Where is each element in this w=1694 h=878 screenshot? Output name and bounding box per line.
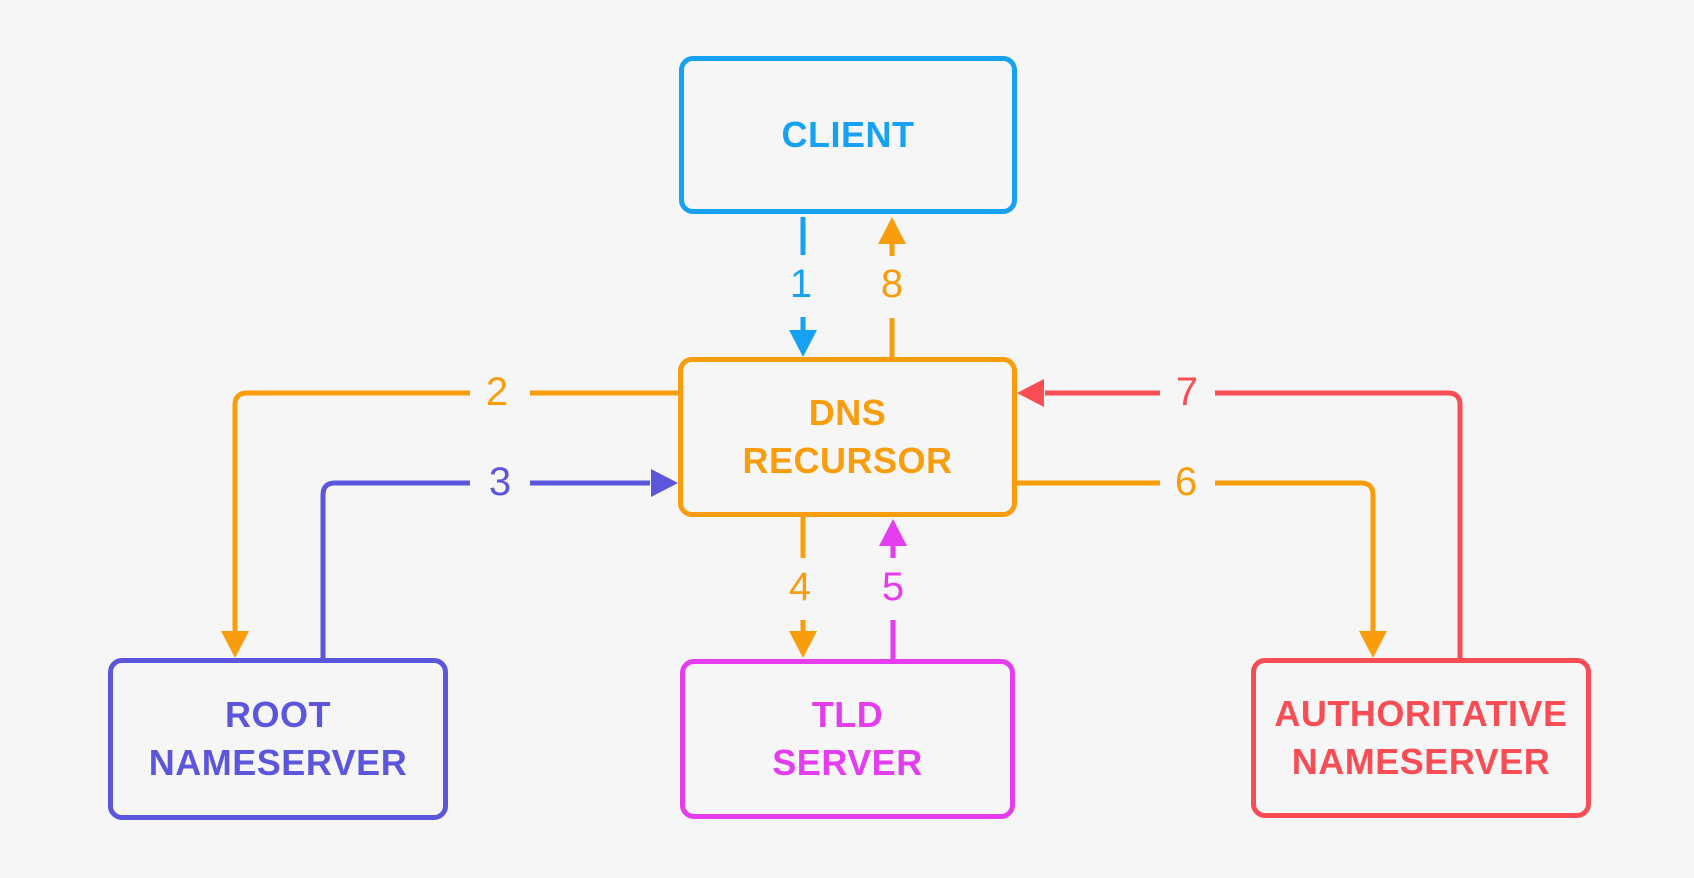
arrow-7-head <box>1017 379 1044 407</box>
arrow-label-1: 1 <box>789 262 813 306</box>
node-authoritative-nameserver-label-line1: AUTHORITATIVE <box>1274 693 1568 734</box>
arrow-label-4: 4 <box>788 565 812 609</box>
node-dns-recursor: DNS RECURSOR <box>678 357 1017 517</box>
node-dns-recursor-label-line1: DNS <box>808 392 887 433</box>
arrow-1-head <box>789 330 817 357</box>
node-authoritative-nameserver-label-line2: NAMESERVER <box>1291 741 1551 782</box>
arrow-5-head <box>879 519 907 546</box>
node-root-nameserver-label-line2: NAMESERVER <box>148 742 408 783</box>
arrow-6-segment <box>1215 480 1376 632</box>
node-client-label: CLIENT <box>781 114 915 155</box>
node-tld-server-label-line2: SERVER <box>772 742 923 783</box>
arrow-label-8: 8 <box>880 262 904 306</box>
arrow-4-head <box>789 631 817 658</box>
node-client: CLIENT <box>679 56 1017 214</box>
arrow-label-5: 5 <box>881 565 905 609</box>
arrow-label-6: 6 <box>1174 460 1198 504</box>
node-root-nameserver-label-line1: ROOT <box>225 694 331 735</box>
arrow-8-head <box>878 217 906 244</box>
arrow-2-segment <box>232 390 470 632</box>
arrow-label-7: 7 <box>1175 370 1199 414</box>
arrow-7-segment <box>1215 390 1463 659</box>
arrow-3-head <box>651 469 678 497</box>
arrow-2-head <box>221 631 249 658</box>
node-tld-server-label-line1: TLD <box>811 694 884 735</box>
node-authoritative-nameserver: AUTHORITATIVE NAMESERVER <box>1251 658 1591 818</box>
node-root-nameserver: ROOT NAMESERVER <box>108 658 448 820</box>
arrow-label-3: 3 <box>488 460 512 504</box>
node-dns-recursor-label-line2: RECURSOR <box>742 440 953 481</box>
arrow-3-segment <box>320 480 470 659</box>
node-tld-server: TLD SERVER <box>680 659 1015 819</box>
arrow-6-head <box>1359 631 1387 658</box>
arrow-label-2: 2 <box>485 370 509 414</box>
